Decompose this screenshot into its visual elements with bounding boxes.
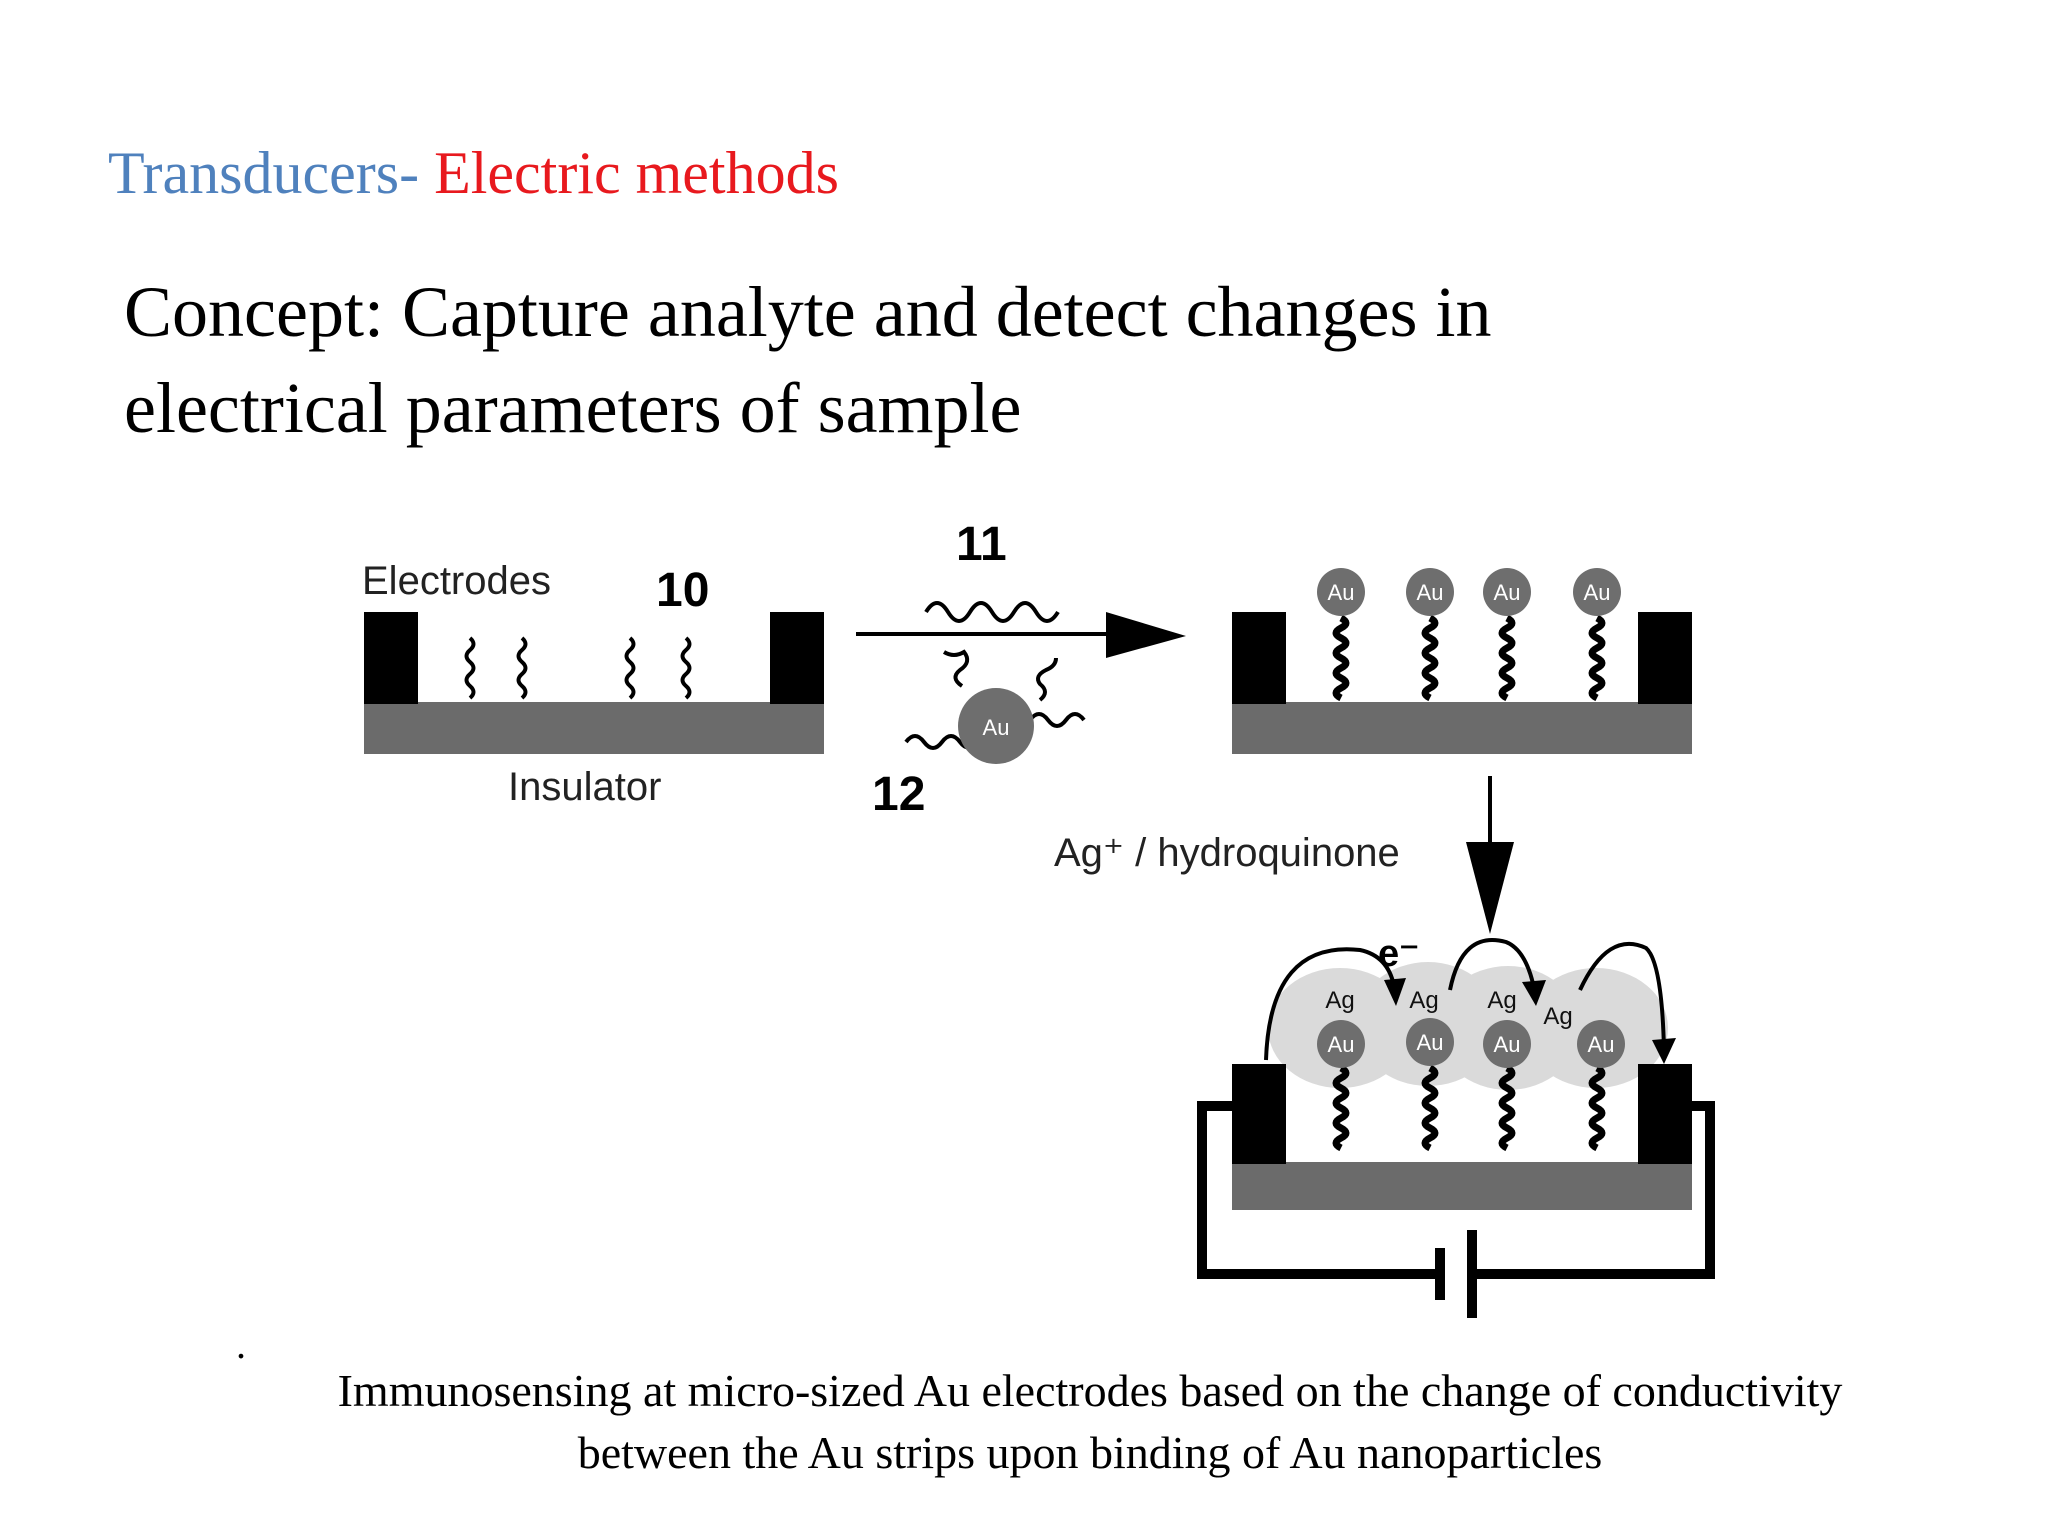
- ag-label: Ag: [1543, 1003, 1572, 1030]
- concept-line-1: Concept: Capture analyte and detect chan…: [124, 272, 1492, 352]
- nanoparticle-strand: [1028, 712, 1086, 728]
- reagent-label: Ag⁺ / hydroquinone: [1054, 831, 1400, 875]
- au-label: Au: [1328, 1032, 1355, 1057]
- au-label: Au: [1417, 580, 1444, 605]
- au-label: Au: [1494, 1032, 1521, 1057]
- binding-step: 11 Au 12: [856, 518, 1186, 821]
- dna-linker: [1502, 618, 1512, 698]
- gold-nanoparticle: [1406, 1018, 1454, 1066]
- gold-nanoparticle: [1483, 568, 1531, 616]
- dna-linker: [1425, 1068, 1435, 1148]
- capture-probe: [680, 636, 692, 700]
- electrode-left: [364, 612, 418, 704]
- step-11-label: 11: [956, 518, 1007, 571]
- au-label: Au: [1417, 1030, 1444, 1055]
- dna-linker: [1592, 1068, 1602, 1148]
- nanoparticle-strand: [1036, 657, 1058, 702]
- figure-caption: Immunosensing at micro-sized Au electrod…: [160, 1360, 2020, 1484]
- caption-line-2: between the Au strips upon binding of Au…: [577, 1427, 1603, 1478]
- electron-hop-arrows: [1264, 938, 1666, 1061]
- caption-line-1: Immunosensing at micro-sized Au electrod…: [337, 1365, 1843, 1416]
- ag-label: Ag: [1487, 987, 1516, 1014]
- slide-title: Transducers- Electric methods: [108, 136, 839, 210]
- insulator-bar: [1232, 702, 1692, 754]
- au-label: Au: [1328, 580, 1355, 605]
- concept-text: Concept: Capture analyte and detect chan…: [124, 264, 1924, 456]
- au-label: Au: [1588, 1032, 1615, 1057]
- footnote-dot: .: [236, 1322, 246, 1367]
- au-label: Au: [1494, 580, 1521, 605]
- electron-hop-arrowheads: [1384, 978, 1676, 1064]
- circuit-wire: [1197, 1101, 1715, 1279]
- gold-nanoparticle: [1317, 1020, 1365, 1068]
- dna-linker: [1336, 618, 1346, 698]
- step-12-label: 12: [872, 768, 925, 821]
- electrode-right: [770, 612, 824, 704]
- concept-line-2: electrical parameters of sample: [124, 368, 1022, 448]
- nanoparticle-strand: [942, 649, 970, 688]
- dna-linker: [1502, 1068, 1512, 1148]
- ag-label: Ag: [1409, 987, 1438, 1014]
- electrode-right: [1638, 1064, 1692, 1164]
- panel-bare-electrodes: Electrodes 10 Insulator: [362, 559, 824, 809]
- step-10-label: 10: [656, 564, 709, 617]
- gold-nanoparticle: [1483, 1020, 1531, 1068]
- electrodes-label: Electrodes: [362, 559, 551, 603]
- gold-nanoparticle: [1406, 568, 1454, 616]
- enhancement-step: Ag⁺ / hydroquinone: [1054, 776, 1514, 934]
- electron-label: e⁻: [1378, 933, 1419, 975]
- dna-linker: [1425, 618, 1435, 698]
- ag-label: Ag: [1325, 987, 1354, 1014]
- dna-linker: [1336, 1068, 1346, 1148]
- electrode-right: [1638, 612, 1692, 704]
- target-strand: [924, 601, 1060, 623]
- electrode-left: [1232, 1064, 1286, 1164]
- title-topic: Transducers-: [108, 140, 420, 206]
- panel-bound-nanoparticles: Au Au Au Au: [1232, 568, 1692, 754]
- gold-nanoparticle: [1317, 568, 1365, 616]
- electrode-left: [1232, 612, 1286, 704]
- au-label: Au: [983, 715, 1010, 740]
- gold-nanoparticle: [958, 688, 1034, 764]
- dna-linker: [1592, 618, 1602, 698]
- title-subtopic: Electric methods: [434, 140, 839, 206]
- reaction-arrow-head: [1106, 612, 1186, 658]
- insulator-label: Insulator: [508, 765, 661, 809]
- capture-probe: [624, 636, 636, 700]
- capture-probe: [516, 636, 528, 700]
- panel-conductive-circuit: Au Au Au Au Ag Ag Ag Ag e⁻: [1197, 933, 1715, 1318]
- down-arrow-head: [1466, 842, 1514, 934]
- gold-nanoparticle: [1573, 568, 1621, 616]
- gold-nanoparticle: [1577, 1020, 1625, 1068]
- insulator-bar: [364, 702, 824, 754]
- capture-probe: [464, 636, 476, 700]
- insulator-bar: [1232, 1162, 1692, 1210]
- au-label: Au: [1584, 580, 1611, 605]
